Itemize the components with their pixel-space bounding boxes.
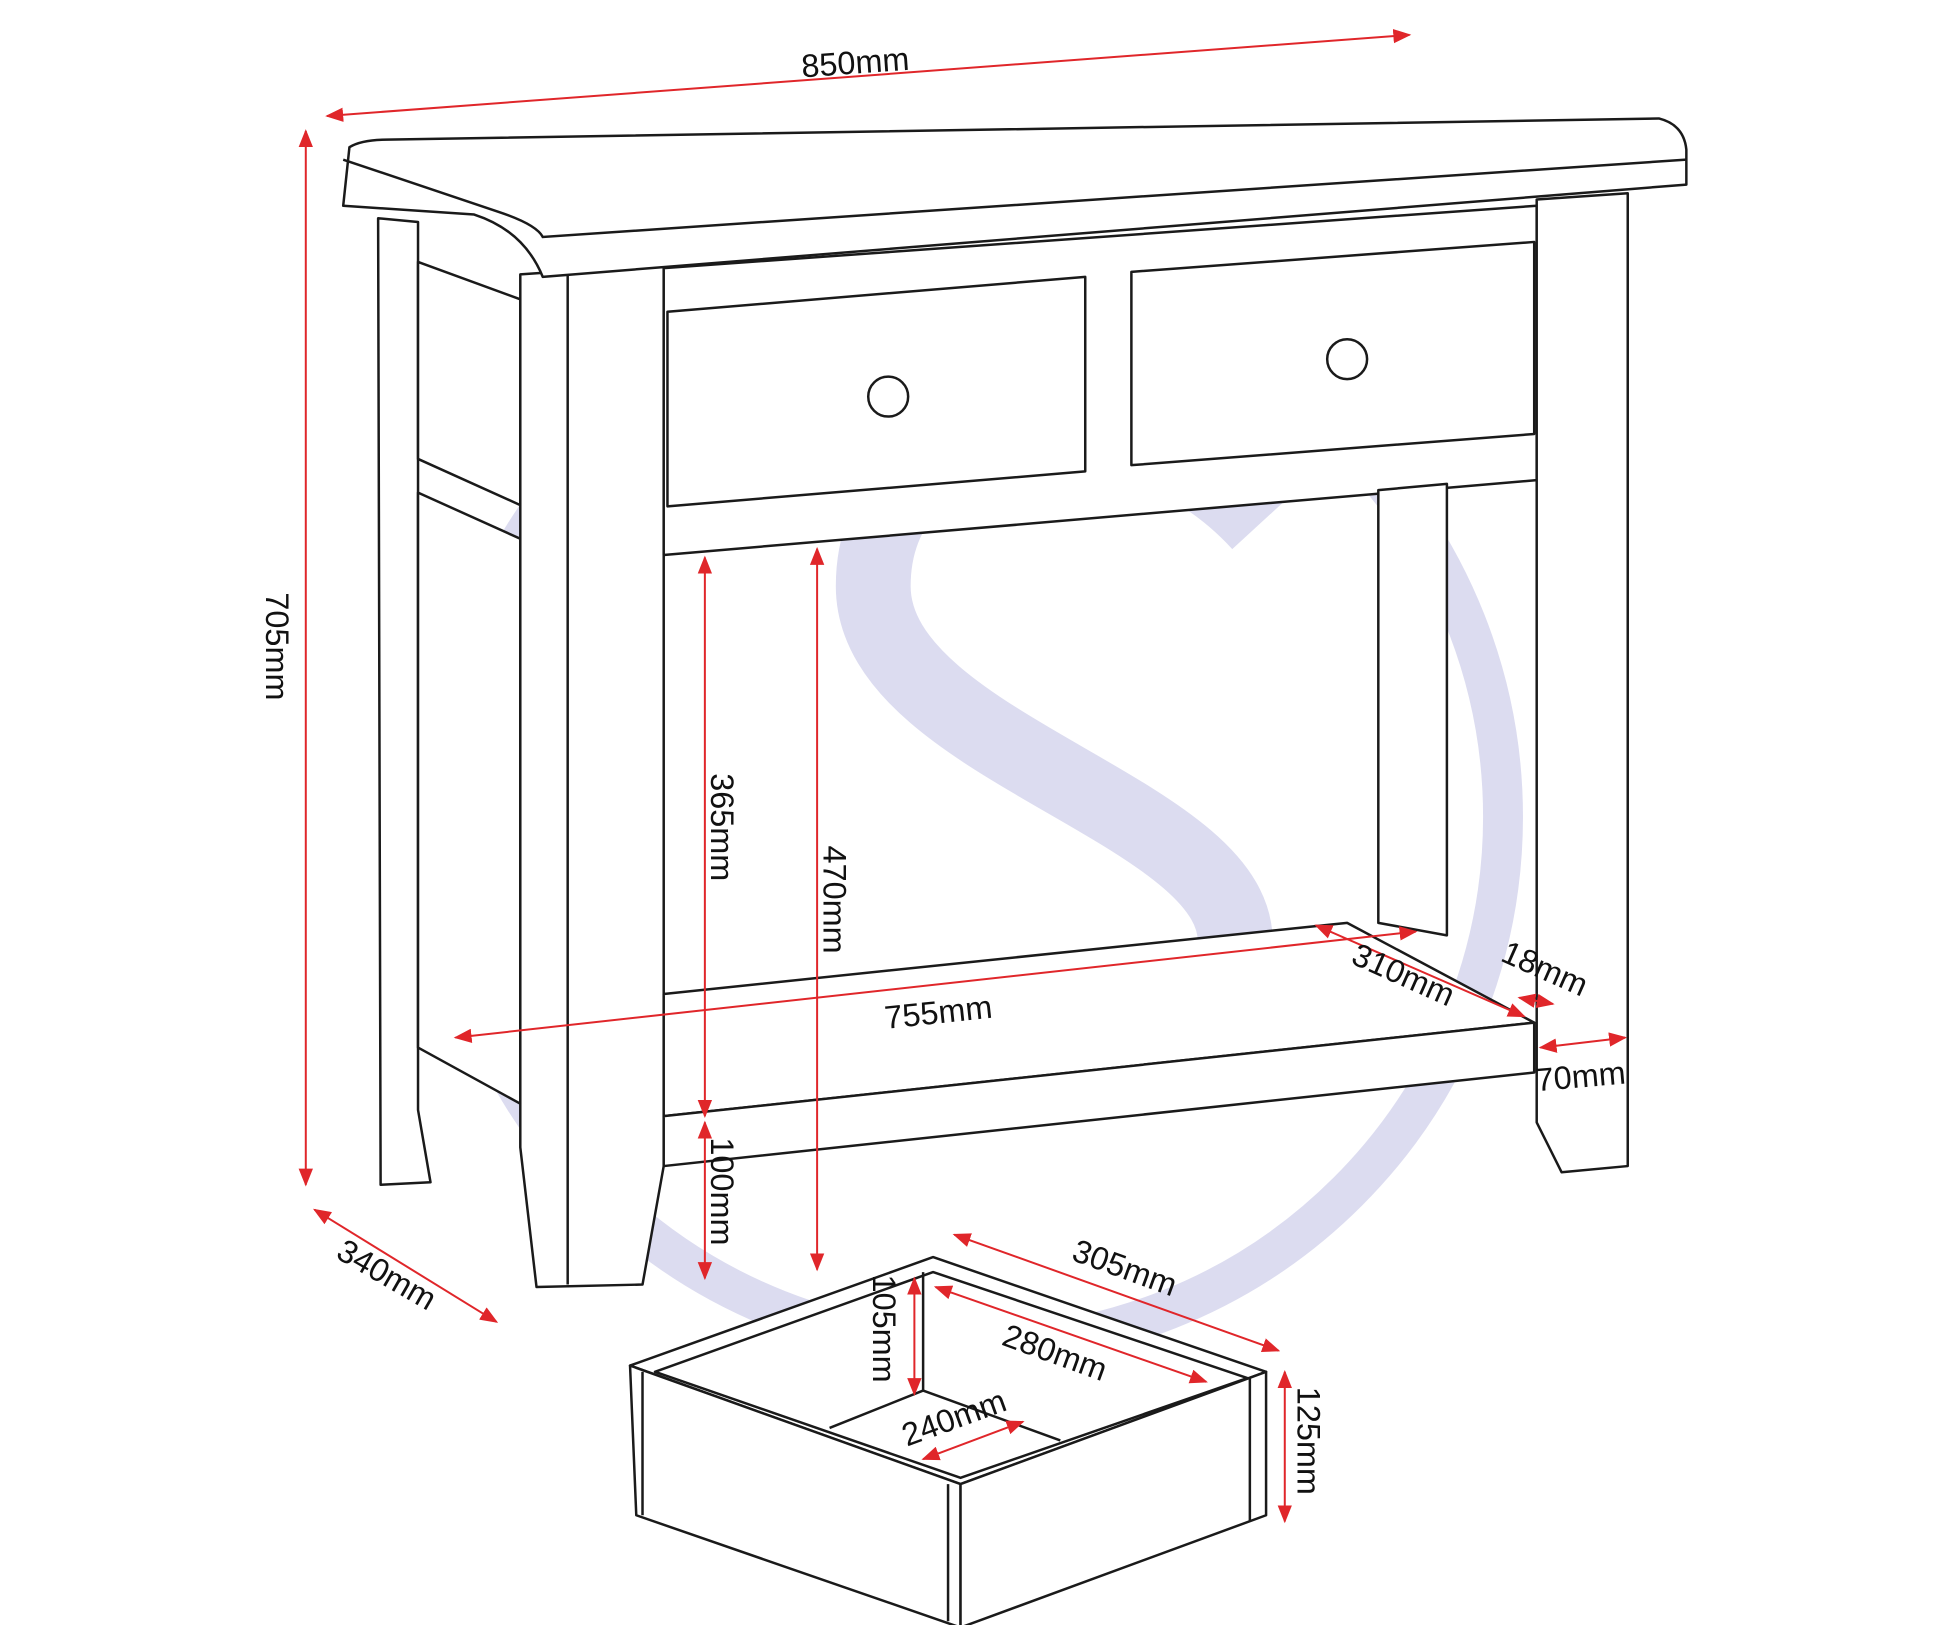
dim-overall-width bbox=[325, 28, 1412, 122]
dim-70 bbox=[1538, 1032, 1628, 1053]
back-right-leg bbox=[1377, 482, 1449, 937]
table-top bbox=[341, 117, 1688, 279]
bottom-shelf-front bbox=[662, 1021, 1536, 1168]
drawer-right-knob bbox=[1325, 337, 1369, 381]
label-105: 105mm bbox=[866, 1275, 902, 1383]
label-305: 305mm bbox=[1068, 1232, 1182, 1303]
front-left-leg bbox=[519, 263, 665, 1289]
dim-overall-depth bbox=[312, 1208, 499, 1323]
label-470: 470mm bbox=[816, 846, 852, 954]
left-side-panel bbox=[416, 260, 522, 507]
dim-280 bbox=[933, 1285, 1208, 1384]
dim-755 bbox=[453, 926, 1418, 1043]
label-365: 365mm bbox=[704, 773, 740, 881]
front-right-leg bbox=[1535, 192, 1629, 1174]
label-100: 100mm bbox=[704, 1137, 740, 1245]
drawer-left-knob bbox=[866, 375, 910, 418]
dim-18 bbox=[1517, 993, 1555, 1009]
label-overall-depth: 340mm bbox=[331, 1232, 443, 1317]
left-side-rail bbox=[416, 491, 522, 1105]
dim-310 bbox=[1314, 924, 1526, 1018]
label-70: 70mm bbox=[1534, 1054, 1627, 1098]
label-overall-width: 850mm bbox=[800, 41, 910, 84]
dim-240 bbox=[921, 1420, 1025, 1461]
label-overall-height: 705mm bbox=[259, 592, 295, 700]
dimension-lines bbox=[298, 28, 1628, 1524]
label-125: 125mm bbox=[1290, 1387, 1326, 1495]
